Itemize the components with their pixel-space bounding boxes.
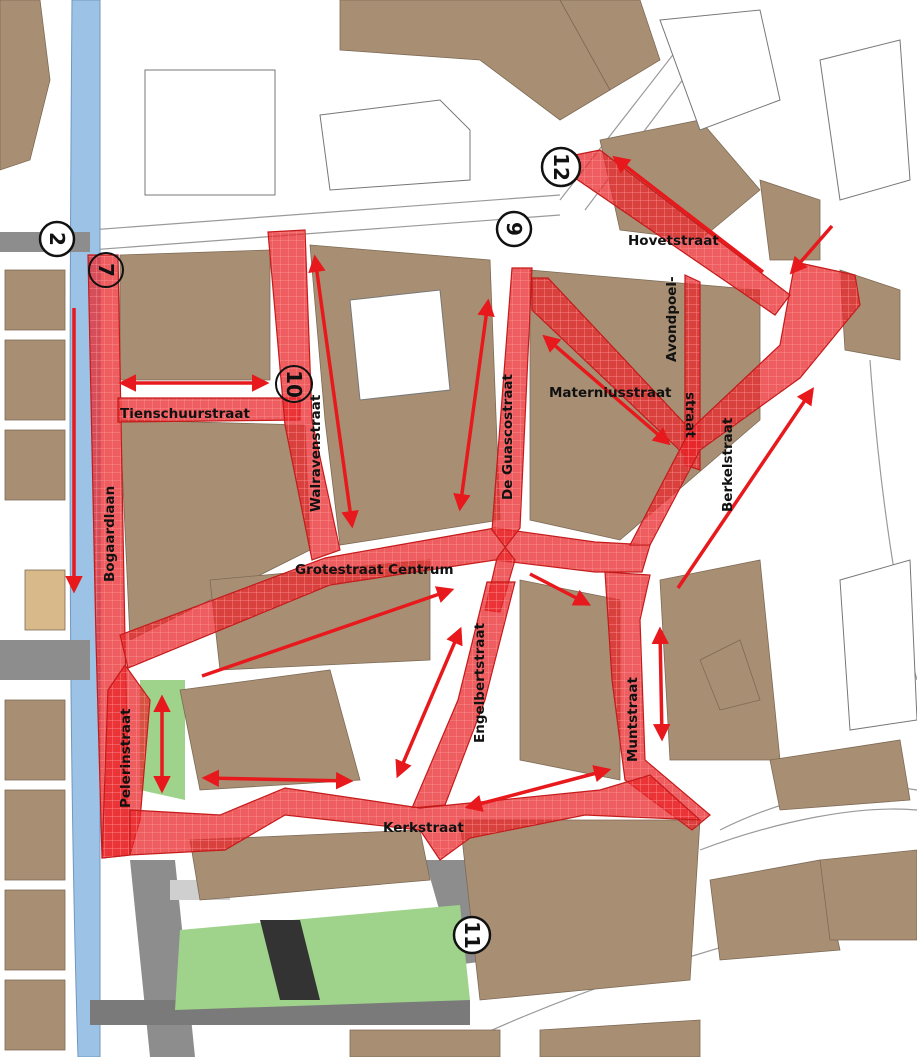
label-walravenstraat: Walravenstraat bbox=[308, 394, 324, 512]
direction-arrows bbox=[65, 155, 834, 812]
label-pelerinstraat: Pelerinstraat bbox=[118, 708, 134, 808]
svg-text:2: 2 bbox=[45, 232, 69, 246]
marker-12: 12 bbox=[540, 146, 582, 188]
label-de-guascostraat: De Guascostraat bbox=[500, 373, 516, 500]
label-bogaardlaan: Bogaardlaan bbox=[102, 486, 118, 582]
label-kerkstraat: Kerkstraat bbox=[383, 820, 464, 836]
svg-text:11: 11 bbox=[460, 921, 484, 949]
marker-7: 7 bbox=[88, 252, 124, 288]
svg-text:12: 12 bbox=[549, 153, 573, 181]
label-berkelstraat: Berkelstraat bbox=[720, 417, 736, 512]
label-avondpoel-1: Avondpoel- bbox=[664, 276, 680, 362]
label-grotestraat: Grotestraat Centrum bbox=[295, 562, 454, 578]
svg-text:10: 10 bbox=[282, 370, 306, 398]
svg-text:9: 9 bbox=[502, 222, 526, 236]
label-muntstraat: Muntstraat bbox=[625, 677, 641, 762]
marker-9: 9 bbox=[495, 210, 533, 248]
marker-10: 10 bbox=[275, 365, 313, 403]
outlined-blocks bbox=[144, 9, 917, 731]
marker-11: 11 bbox=[452, 915, 492, 955]
svg-text:7: 7 bbox=[94, 263, 118, 277]
marker-2: 2 bbox=[38, 220, 76, 258]
label-tienschuurstraat: Tienschuurstraat bbox=[120, 406, 250, 422]
label-engelbertstraat: Engelbertstraat bbox=[472, 622, 488, 743]
label-materniusstraat: Materniusstraat bbox=[549, 385, 672, 401]
label-avondpoel-2: straat bbox=[682, 392, 698, 438]
label-hovetstraat: Hovetstraat bbox=[628, 233, 719, 249]
